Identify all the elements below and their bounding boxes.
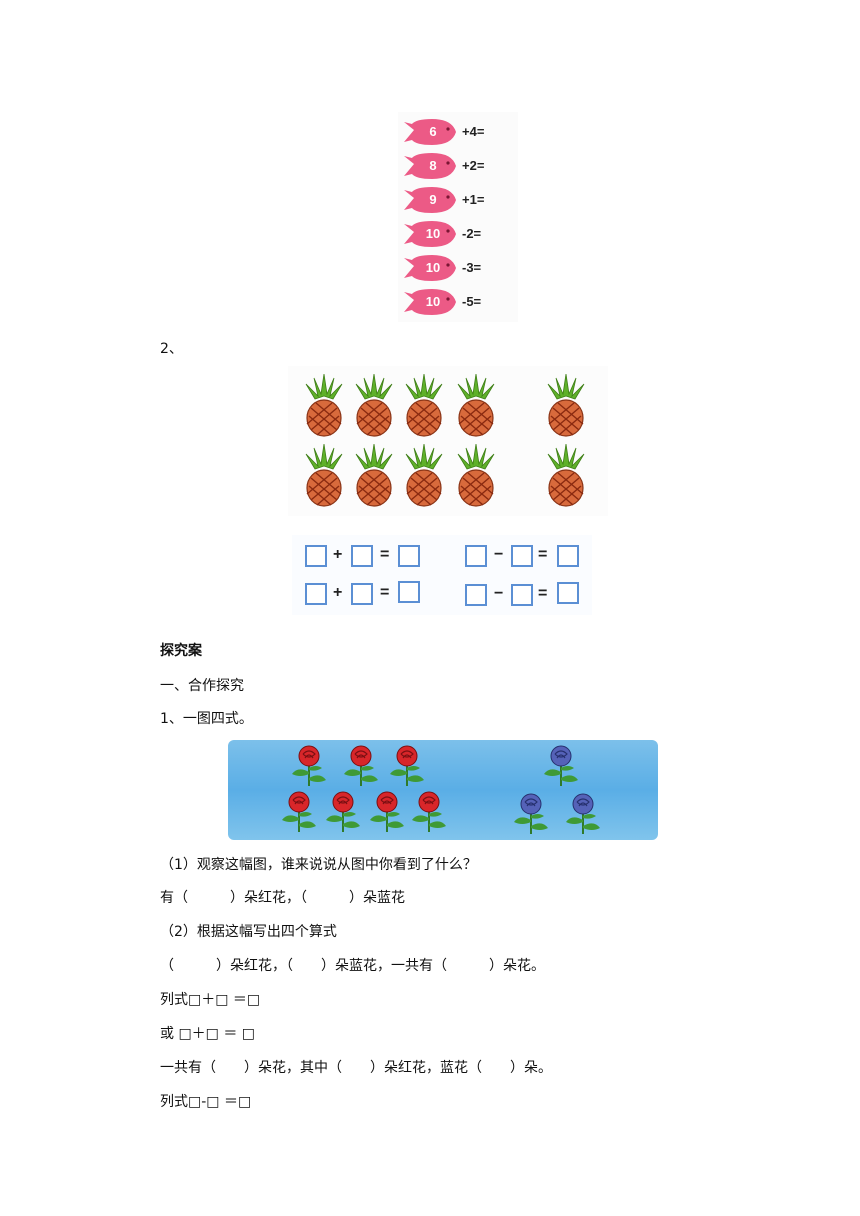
answer-box[interactable] — [305, 583, 327, 605]
fish-exercise-row: 10 -2= — [402, 220, 512, 250]
pineapple-icon — [302, 372, 346, 442]
red-flower-icon — [286, 744, 332, 792]
pineapple-icon — [402, 442, 446, 512]
red-flower-icon — [320, 790, 366, 838]
equals-sign: = — [380, 546, 390, 563]
pineapple-icon — [302, 442, 346, 512]
fish-exercise-row: 6 +4= — [402, 118, 512, 148]
section-heading: 探究案 — [160, 643, 202, 659]
question-3-blank: 一共有（ ）朵花，其中（ ）朵红花，蓝花（ ）朵。 — [160, 1060, 552, 1076]
question-2-blank: （ ）朵红花，（ ）朵蓝花，一共有（ ）朵花。 — [160, 958, 545, 974]
answer-box[interactable] — [305, 545, 327, 567]
item-1-title: 1、一图四式。 — [160, 711, 253, 727]
pineapple-icon — [402, 372, 446, 442]
red-flower-icon — [384, 744, 430, 792]
fish-exercise-row: 8 +2= — [402, 152, 512, 182]
equation-3: 列式□-□ ＝□ — [160, 1094, 252, 1110]
plus-sign: + — [333, 546, 343, 563]
plus-sign: + — [333, 584, 343, 601]
fish-icon — [404, 119, 456, 145]
fish-exercise-row: 10 -3= — [402, 254, 512, 284]
answer-box[interactable] — [511, 545, 533, 567]
pineapple-icon — [352, 372, 396, 442]
equation-1: 列式□＋□ ＝□ — [160, 992, 261, 1008]
answer-box[interactable] — [351, 583, 373, 605]
fish-number: 10 — [425, 260, 441, 275]
subheading: 一、合作探究 — [160, 678, 244, 694]
red-flower-icon — [338, 744, 384, 792]
fish-expression: -5= — [462, 294, 482, 309]
answer-box[interactable] — [465, 584, 487, 606]
fish-number: 8 — [429, 158, 437, 173]
blue-flower-icon — [538, 744, 584, 792]
fish-expression: +4= — [462, 124, 485, 139]
red-flower-icon — [276, 790, 322, 838]
pineapple-icon — [544, 442, 588, 512]
fish-number: 6 — [429, 124, 437, 139]
question-1: （1）观察这幅图，谁来说说从图中你看到了什么？ — [160, 857, 477, 873]
fish-number: 10 — [425, 294, 441, 309]
answer-box[interactable] — [398, 545, 420, 567]
equals-sign: = — [538, 546, 548, 563]
fish-exercise-row: 9 +1= — [402, 186, 512, 216]
fish-exercise-row: 10 -5= — [402, 288, 512, 318]
answer-box[interactable] — [351, 545, 373, 567]
pineapple-icon — [352, 442, 396, 512]
minus-sign: − — [494, 585, 504, 602]
answer-box[interactable] — [398, 581, 420, 603]
answer-box[interactable] — [557, 545, 579, 567]
pineapple-figure — [288, 366, 608, 516]
answer-box[interactable] — [557, 582, 579, 604]
pineapple-icon — [544, 372, 588, 442]
blue-flower-icon — [560, 792, 606, 840]
fish-number: 10 — [425, 226, 441, 241]
blue-flower-icon — [508, 792, 554, 840]
fish-expression: +2= — [462, 158, 485, 173]
flower-figure — [228, 740, 658, 840]
fish-icon — [404, 187, 456, 213]
red-flower-icon — [364, 790, 410, 838]
fish-expression: -2= — [462, 226, 482, 241]
equation-2: 或 □＋□ ＝ □ — [160, 1026, 256, 1042]
answer-box[interactable] — [511, 584, 533, 606]
question-1-blank: 有（ ）朵红花，（ ）朵蓝花 — [160, 890, 405, 906]
red-flower-icon — [406, 790, 452, 838]
answer-box[interactable] — [465, 545, 487, 567]
fish-icon — [404, 255, 456, 281]
fish-exercise-figure — [398, 112, 518, 322]
section-2-label: 2、 — [160, 341, 183, 357]
fish-number: 9 — [429, 192, 437, 207]
equals-sign: = — [380, 584, 390, 601]
equation-box-figure: + = − = + = − = — [292, 535, 592, 615]
question-2: （2）根据这幅写出四个算式 — [160, 924, 337, 940]
equals-sign: = — [538, 585, 548, 602]
fish-icon — [404, 153, 456, 179]
fish-icon — [404, 221, 456, 247]
fish-icon — [404, 289, 456, 315]
pineapple-icon — [454, 442, 498, 512]
minus-sign: − — [494, 546, 504, 563]
fish-expression: +1= — [462, 192, 485, 207]
fish-expression: -3= — [462, 260, 482, 275]
pineapple-icon — [454, 372, 498, 442]
